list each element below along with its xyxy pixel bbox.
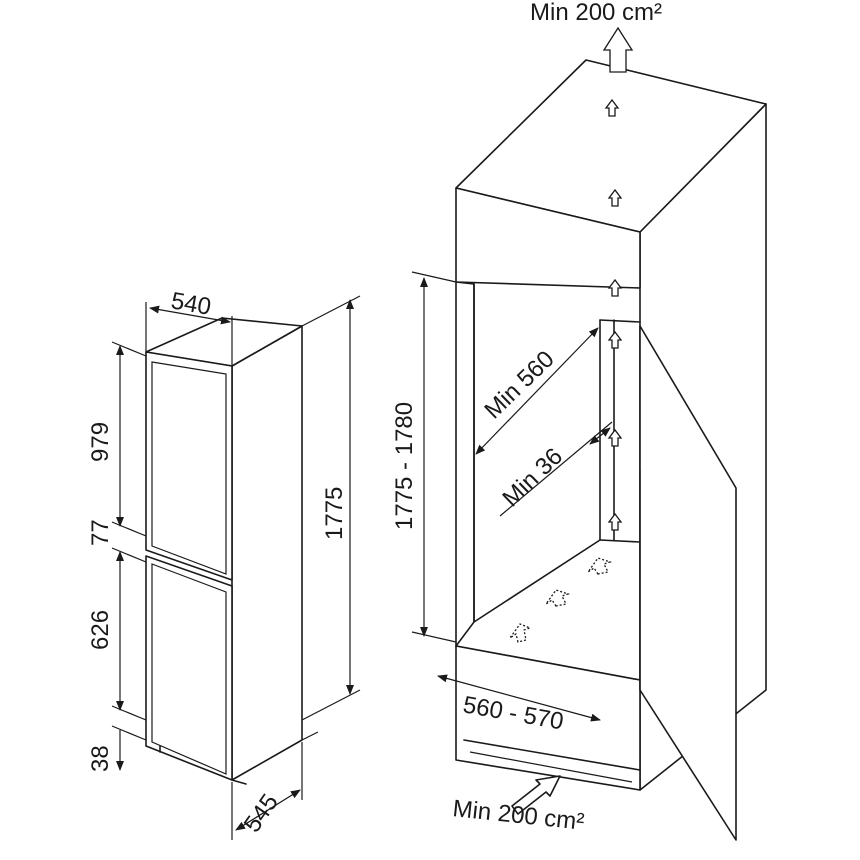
top-vent-arrow bbox=[602, 26, 634, 73]
bottom-vent-arrow bbox=[511, 775, 561, 815]
bottom-vent-label: Min 200 cm² bbox=[451, 795, 585, 836]
appliance-width-label: 540 bbox=[169, 287, 213, 321]
door-gap-label: 77 bbox=[87, 519, 114, 546]
niche-depth-label: Min 560 bbox=[479, 346, 559, 425]
upper-door-height-label: 979 bbox=[87, 422, 114, 462]
top-vent-label: Min 200 cm² bbox=[530, 0, 662, 26]
lower-door-height-label: 626 bbox=[87, 610, 114, 650]
niche-drawing: 1775 - 1780 Min 560 Min 36 560 - 570 Min… bbox=[391, 0, 767, 841]
appliance-height-label: 1775 bbox=[321, 487, 348, 540]
appliance-side-panel bbox=[231, 325, 303, 781]
cabinet-left-side bbox=[455, 281, 475, 661]
appliance-drawing: 540 545 1775 979 77 626 38 bbox=[87, 287, 361, 840]
niche-height-label: 1775 - 1780 bbox=[391, 402, 418, 530]
airflow-arrows-up bbox=[509, 98, 623, 643]
plinth-height-label: 38 bbox=[87, 745, 114, 772]
appliance-upper-door bbox=[145, 351, 233, 581]
appliance-depth-label: 545 bbox=[239, 789, 284, 837]
rear-gap-label: Min 36 bbox=[497, 443, 568, 512]
